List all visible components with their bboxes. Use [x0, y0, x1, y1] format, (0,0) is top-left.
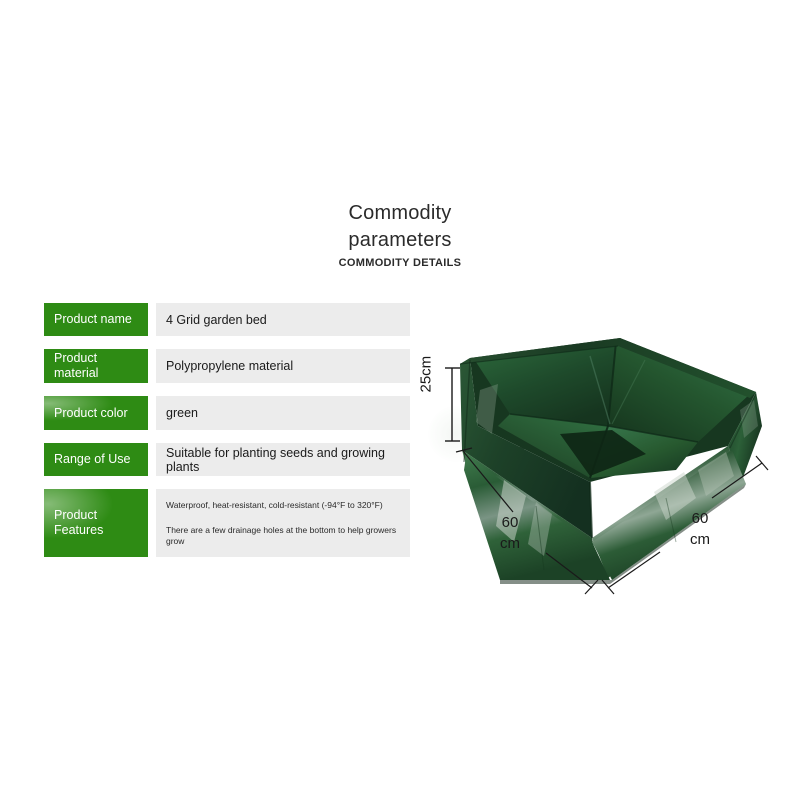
spec-value-range-of-use: Suitable for planting seeds and growing … — [156, 443, 410, 476]
spec-value-product-color: green — [156, 396, 410, 430]
table-row: Product name 4 Grid garden bed — [44, 303, 410, 336]
page-subtitle: COMMODITY DETAILS — [338, 257, 462, 269]
feature-line-2: There are a few drainage holes at the bo… — [166, 524, 397, 546]
dimension-left-width-label: 60 cm — [488, 512, 532, 554]
spec-label-product-features: Product Features — [44, 489, 148, 557]
dimension-height-label: 25cm — [417, 355, 435, 393]
spec-value-text: 4 Grid garden bed — [166, 312, 267, 327]
dimension-right-width-label: 60 cm — [678, 508, 722, 550]
product-image — [440, 330, 770, 600]
page-title-line2: parameters — [348, 229, 452, 251]
spec-label-product-material: Product material — [44, 349, 148, 383]
table-row: Range of Use Suitable for planting seeds… — [44, 443, 410, 476]
dimension-right-width-unit: cm — [690, 531, 710, 548]
spec-label-product-color: Product color — [44, 396, 148, 430]
spec-value-text: green — [166, 406, 198, 420]
spec-label-text: Product — [54, 351, 98, 365]
spec-label-text: Product color — [54, 405, 128, 420]
title-block: Commodity parameters COMMODITY DETAILS — [300, 200, 500, 269]
table-row: Product Features Waterproof, heat-resist… — [44, 489, 410, 557]
spec-label-product-name: Product name — [44, 303, 148, 336]
table-row: Product material Polypropylene material — [44, 349, 410, 383]
specification-table: Product name 4 Grid garden bed Product m… — [44, 303, 410, 570]
page-header: Commodity parameters COMMODITY DETAILS — [0, 200, 800, 462]
page-title-line1: Commodity — [348, 202, 452, 224]
table-row: Product color green — [44, 396, 410, 430]
spec-value-text: Polypropylene material — [166, 359, 294, 373]
spec-label-text: Product name — [54, 312, 132, 326]
dimension-left-width-value: 60 — [501, 514, 519, 531]
spec-label-text-line2: material — [54, 366, 99, 380]
spec-value-product-features: Waterproof, heat-resistant, cold-resista… — [156, 489, 410, 557]
spec-label-text: Range of Use — [54, 452, 131, 466]
spec-value-product-material: Polypropylene material — [156, 349, 410, 383]
spec-label-text: Product — [54, 508, 98, 522]
spec-value-product-name: 4 Grid garden bed — [156, 303, 410, 336]
spec-value-text: Suitable for planting seeds and growing … — [166, 445, 385, 474]
dimension-right-width-value: 60 — [691, 510, 709, 527]
feature-line-1: Waterproof, heat-resistant, cold-resista… — [166, 499, 383, 510]
spec-label-text-line2: Features — [54, 523, 104, 537]
spec-label-range-of-use: Range of Use — [44, 443, 148, 476]
dimension-left-width-unit: cm — [500, 535, 520, 552]
